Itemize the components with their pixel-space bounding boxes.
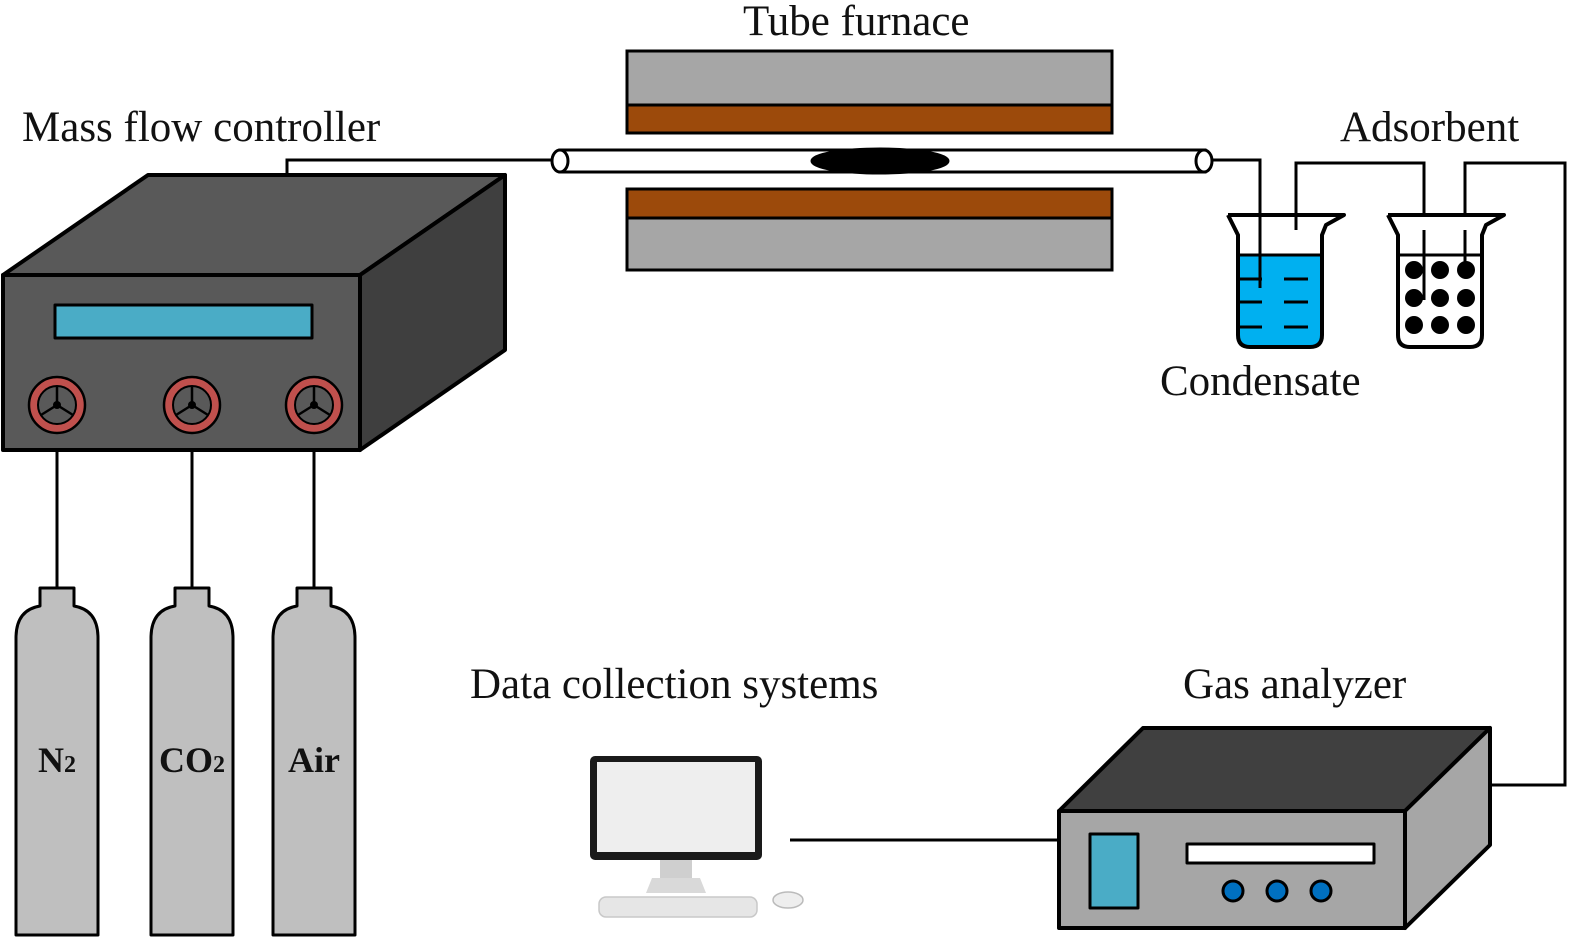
valve-knob-2 bbox=[162, 375, 222, 435]
gas-cylinder-co2: CO2 bbox=[149, 586, 235, 937]
analyzer-button-2 bbox=[1265, 879, 1289, 903]
monitor-stand bbox=[646, 878, 706, 893]
line-mfc-to-furnace bbox=[285, 158, 555, 173]
furnace-upper-shell bbox=[625, 49, 1114, 107]
computer bbox=[590, 756, 804, 918]
condensate-beaker-outline bbox=[1226, 213, 1346, 349]
furnace-lower-shell bbox=[625, 216, 1114, 272]
adsorbent-particles bbox=[1405, 261, 1475, 334]
monitor-screen bbox=[597, 762, 755, 852]
adsorbent-particle bbox=[1457, 316, 1475, 334]
adsorbent-particle bbox=[1457, 261, 1475, 279]
furnace-lower-heater bbox=[625, 187, 1114, 220]
adsorbent-particle bbox=[1457, 289, 1475, 307]
adsorbent-particle bbox=[1431, 289, 1449, 307]
adsorbent-beaker bbox=[1386, 213, 1506, 349]
furnace-upper-heater bbox=[625, 103, 1114, 135]
adsorbent-particle bbox=[1405, 289, 1423, 307]
mfc-display bbox=[53, 303, 314, 340]
analyzer-screen bbox=[1088, 832, 1140, 910]
keyboard bbox=[598, 896, 758, 918]
gas-cylinder-air: Air bbox=[271, 586, 357, 937]
label-adsorbent: Adsorbent bbox=[1340, 104, 1520, 151]
valve-knob-3 bbox=[284, 375, 344, 435]
mouse bbox=[772, 891, 804, 909]
cylinder-body bbox=[149, 586, 235, 937]
tube-furnace bbox=[550, 49, 1214, 272]
tube-left-end bbox=[550, 148, 570, 174]
cylinder-body bbox=[14, 586, 100, 937]
gas-cylinders: N2 CO2 Air bbox=[14, 586, 357, 937]
gas-analyzer bbox=[1057, 726, 1492, 930]
liquid-marks bbox=[1240, 277, 1308, 329]
gas-lines bbox=[55, 158, 1567, 842]
line-adsorbent-to-analyzer bbox=[1463, 161, 1567, 787]
analyzer-button-1 bbox=[1221, 879, 1245, 903]
sample-boat bbox=[810, 147, 950, 175]
label-mass-flow-controller: Mass flow controller bbox=[22, 104, 381, 151]
condensate-beaker bbox=[1226, 213, 1346, 349]
monitor-neck bbox=[660, 860, 692, 878]
adsorbent-beaker-outline bbox=[1386, 213, 1506, 349]
gas-cylinder-n2: N2 bbox=[14, 586, 100, 937]
adsorbent-particle bbox=[1405, 316, 1423, 334]
cylinder-label: Air bbox=[288, 740, 340, 780]
mfc-valves bbox=[27, 375, 344, 435]
tube-right-end bbox=[1194, 148, 1214, 174]
label-gas-analyzer: Gas analyzer bbox=[1183, 661, 1407, 708]
adsorbent-particle bbox=[1431, 261, 1449, 279]
analyzer-display-slot bbox=[1185, 842, 1376, 865]
analyzer-button-3 bbox=[1309, 879, 1333, 903]
label-data-collection-systems: Data collection systems bbox=[470, 661, 879, 708]
label-condensate: Condensate bbox=[1160, 358, 1361, 405]
cylinder-body bbox=[271, 586, 357, 937]
adsorbent-particle bbox=[1405, 261, 1423, 279]
adsorbent-particle bbox=[1431, 316, 1449, 334]
label-tube-furnace: Tube furnace bbox=[743, 0, 970, 45]
valve-knob-1 bbox=[27, 375, 87, 435]
